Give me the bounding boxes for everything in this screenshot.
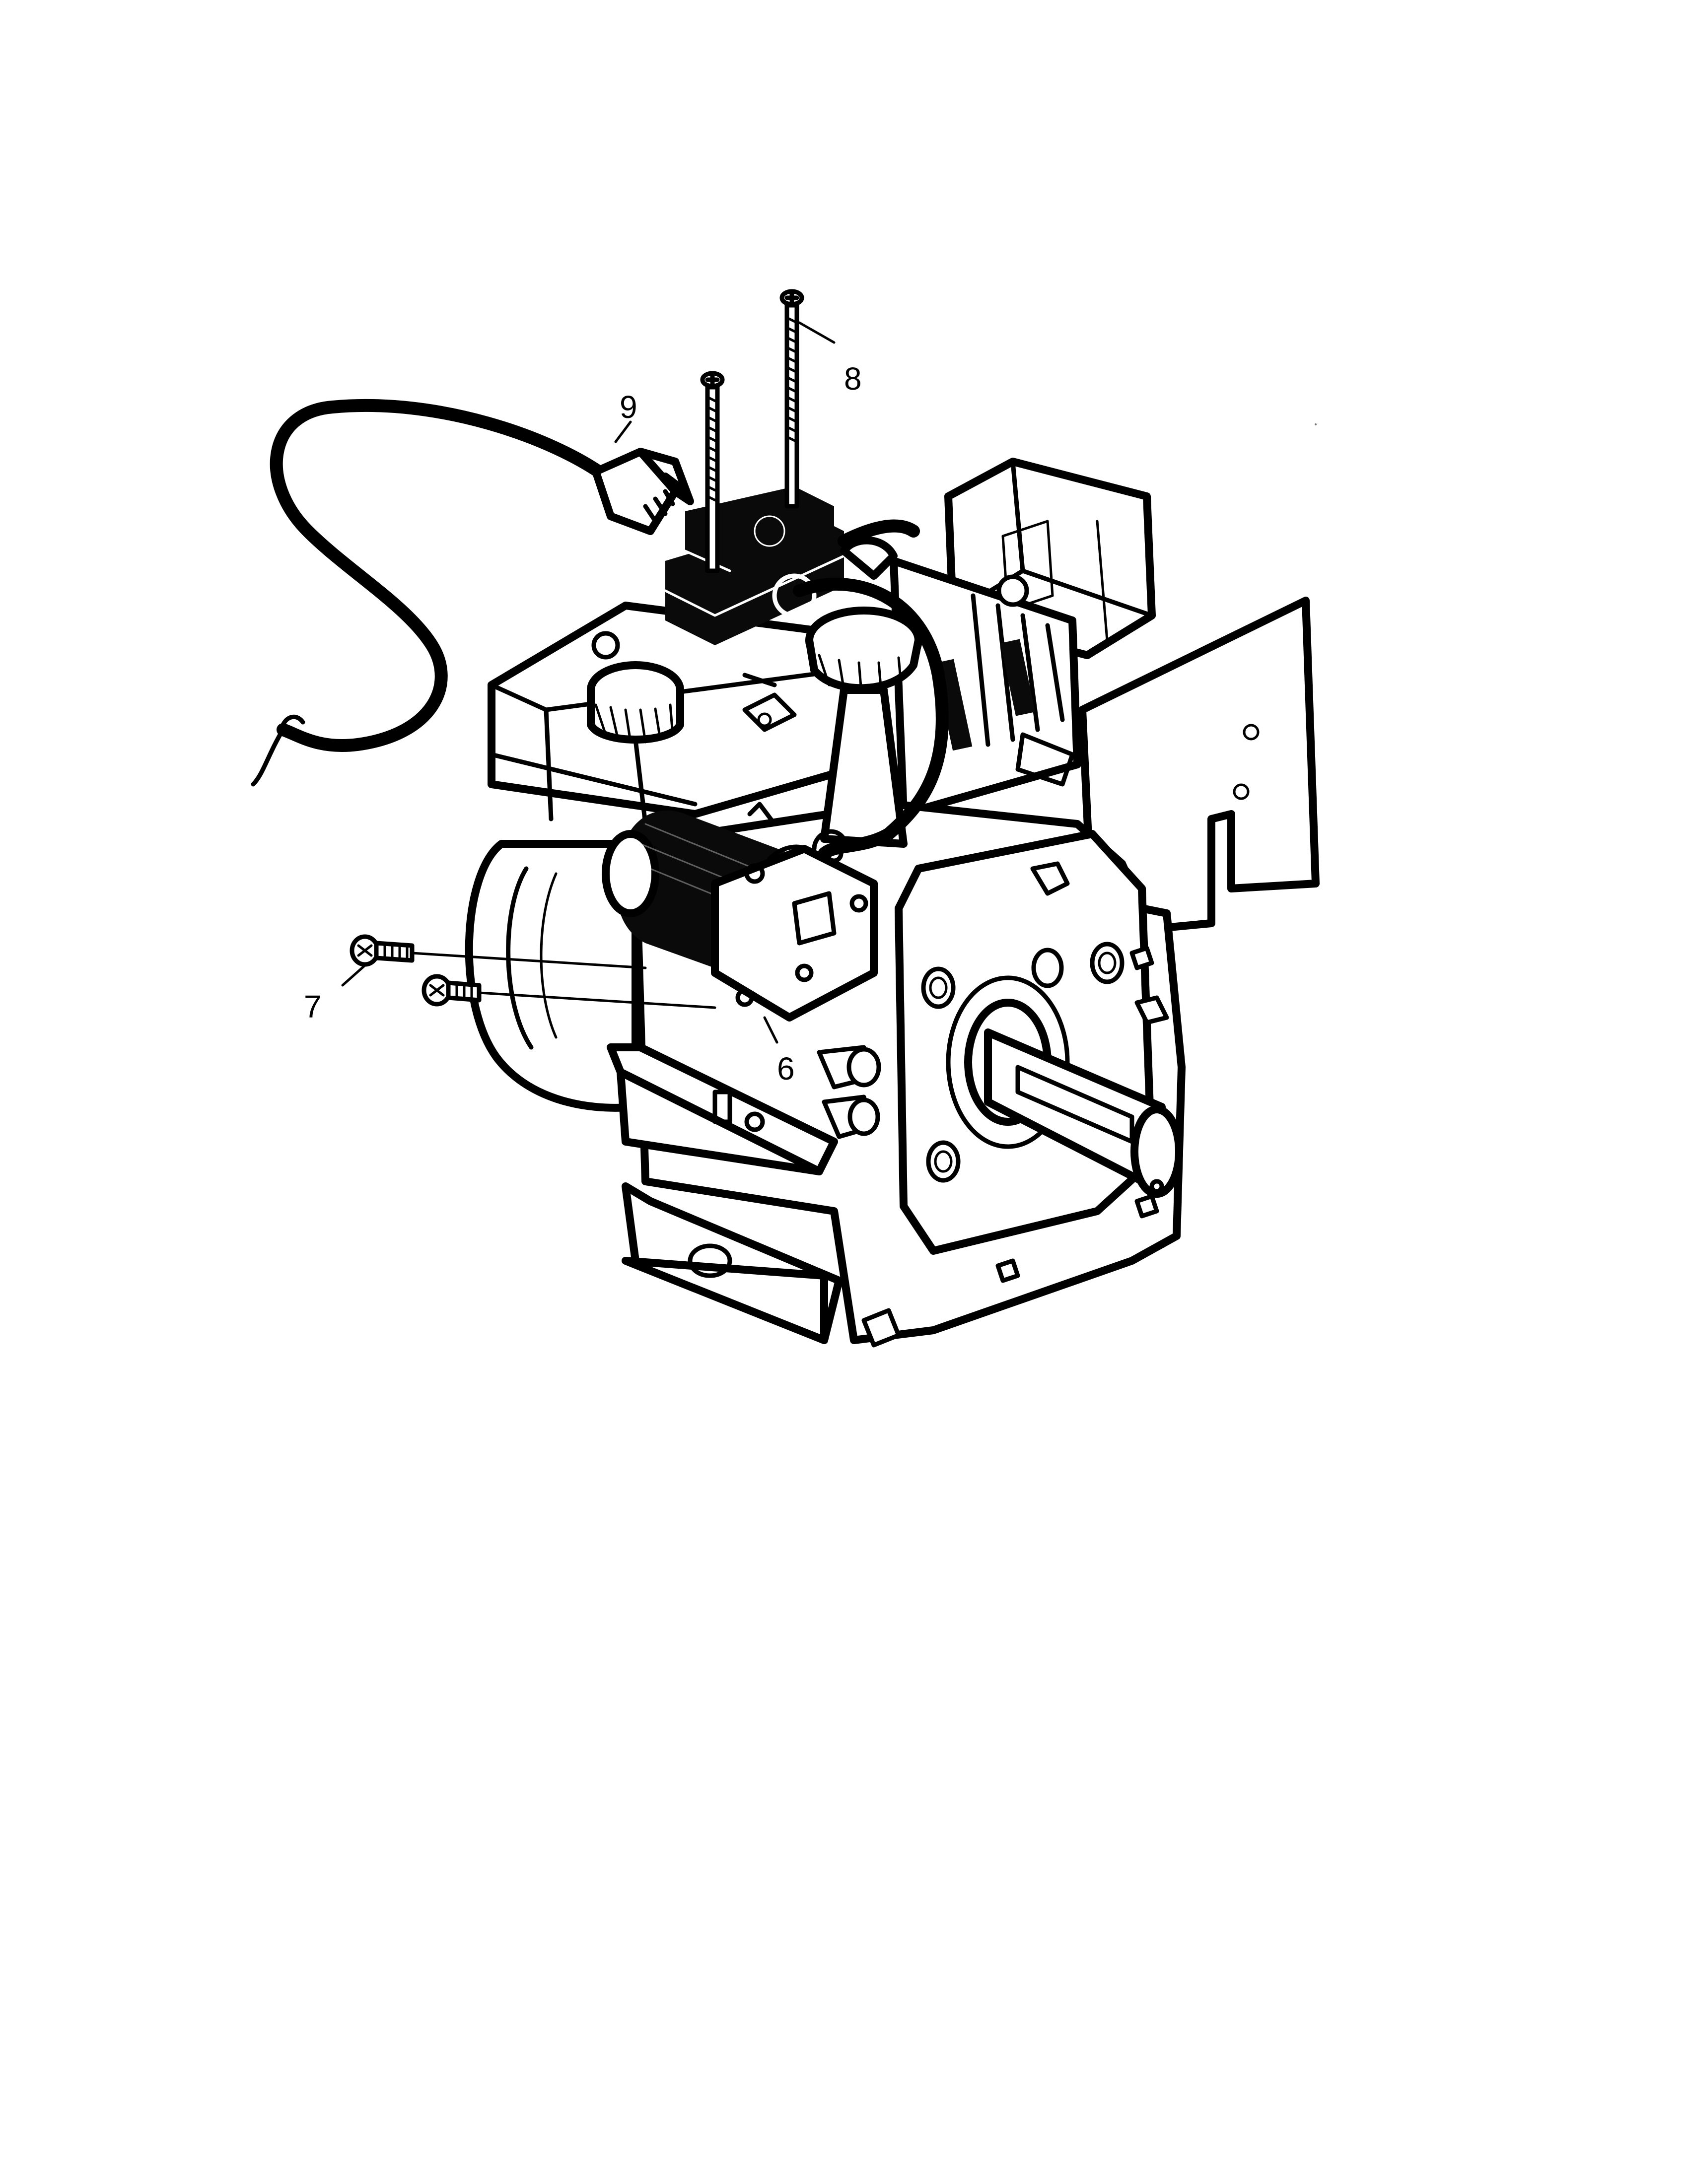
callout-9: 9 bbox=[620, 389, 637, 425]
long-screw-right bbox=[779, 289, 804, 509]
stray-mark bbox=[1315, 423, 1317, 425]
callout-8: 8 bbox=[844, 361, 862, 397]
starter-bolt-upper bbox=[350, 934, 415, 967]
flywheel-shroud bbox=[465, 840, 639, 1112]
fuel-cap bbox=[587, 661, 684, 744]
starter-bolt-lower bbox=[422, 974, 482, 1007]
callout-7: 7 bbox=[304, 989, 322, 1024]
long-screw-left bbox=[700, 371, 725, 573]
crankcase-cover bbox=[817, 830, 1183, 1255]
power-cord bbox=[251, 399, 612, 787]
cover-bolts bbox=[921, 861, 1169, 1183]
starter-motor bbox=[602, 810, 878, 1022]
cord-plug bbox=[592, 448, 694, 535]
leader-lines bbox=[341, 321, 836, 1044]
callout-labels: 6 7 8 9 bbox=[304, 361, 862, 1087]
callout-6: 6 bbox=[777, 1051, 795, 1087]
oil-fill-cap bbox=[805, 607, 922, 848]
fuel-tank bbox=[488, 602, 922, 848]
starter-wire bbox=[793, 519, 949, 860]
